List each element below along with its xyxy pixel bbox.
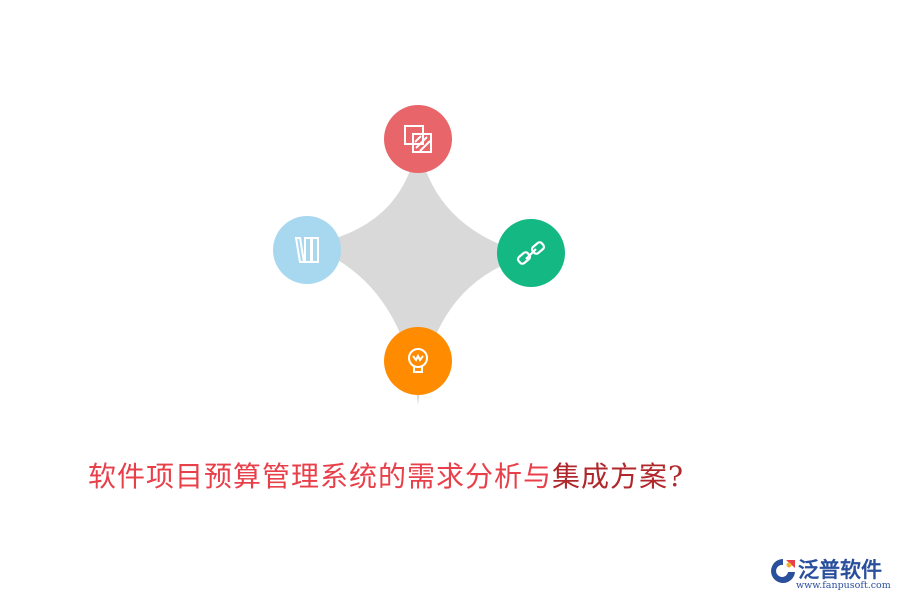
node-left <box>273 216 341 284</box>
title-part-1: 软件项目预算管理系统的需求分析与 <box>88 460 553 493</box>
page-title: 软件项目预算管理系统的需求分析与集成方案? <box>88 455 684 495</box>
title-part-2: 集成方案? <box>552 460 685 493</box>
lightbulb-icon <box>408 348 428 373</box>
star-connector <box>306 140 532 405</box>
brand-mark-icon <box>771 559 795 583</box>
node-bottom-circle <box>384 327 452 395</box>
node-top <box>384 105 452 173</box>
node-right <box>497 219 565 287</box>
node-bottom <box>384 327 452 395</box>
node-left-circle <box>273 216 341 284</box>
layers-icon <box>404 125 432 153</box>
link-icon <box>516 241 546 265</box>
brand-url: www.fanpusoft.com <box>796 580 891 591</box>
brand-name: 泛普软件 <box>798 558 882 582</box>
brand-logo: 泛普软件 www.fanpusoft.com <box>768 554 894 598</box>
book-stack-icon <box>294 237 319 263</box>
